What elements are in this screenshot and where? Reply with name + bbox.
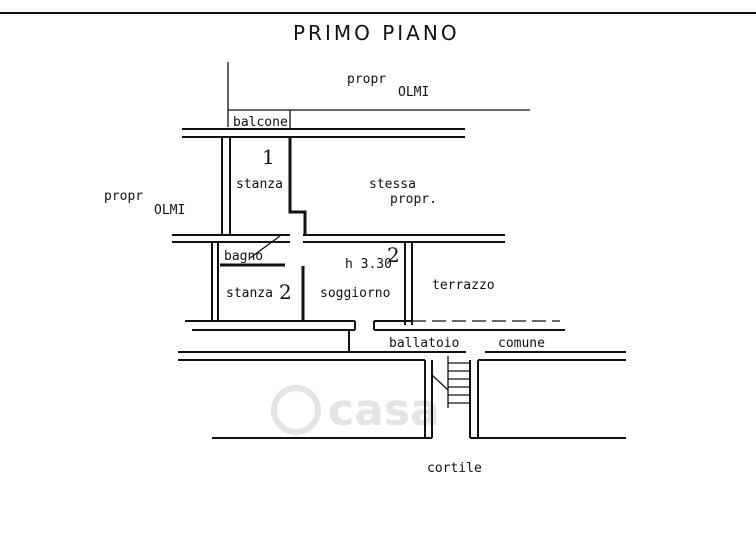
room-number-1: 1 bbox=[262, 145, 275, 169]
label-ballatoio: ballatoio bbox=[389, 336, 459, 351]
label-olmi-left: OLMI bbox=[154, 203, 185, 218]
watermark-logo-icon bbox=[271, 385, 321, 435]
walls bbox=[172, 62, 626, 439]
label-propr-top: propr bbox=[347, 72, 386, 87]
watermark-text: casa bbox=[328, 385, 440, 436]
plan-title: PRIMO PIANO bbox=[293, 21, 460, 45]
label-cortile: cortile bbox=[427, 461, 482, 476]
label-terrazzo: terrazzo bbox=[432, 278, 495, 293]
label-stanza-2: stanza bbox=[226, 286, 273, 301]
label-stanza-1: stanza bbox=[236, 177, 283, 192]
room-number-2: 2 bbox=[387, 243, 400, 267]
label-bagno: bagno bbox=[224, 249, 263, 264]
label-comune: comune bbox=[498, 336, 545, 351]
label-balcone: balcone bbox=[233, 115, 288, 130]
watermark: casa bbox=[271, 385, 440, 436]
label-propr-mid: propr. bbox=[390, 192, 437, 207]
label-propr-left: propr bbox=[104, 189, 143, 204]
label-soggiorno: soggiorno bbox=[320, 286, 390, 301]
label-height: h 3.30 bbox=[345, 257, 392, 272]
label-stessa: stessa bbox=[369, 177, 416, 192]
room-number-2b: 2 bbox=[279, 280, 292, 304]
label-olmi-top: OLMI bbox=[398, 85, 429, 100]
